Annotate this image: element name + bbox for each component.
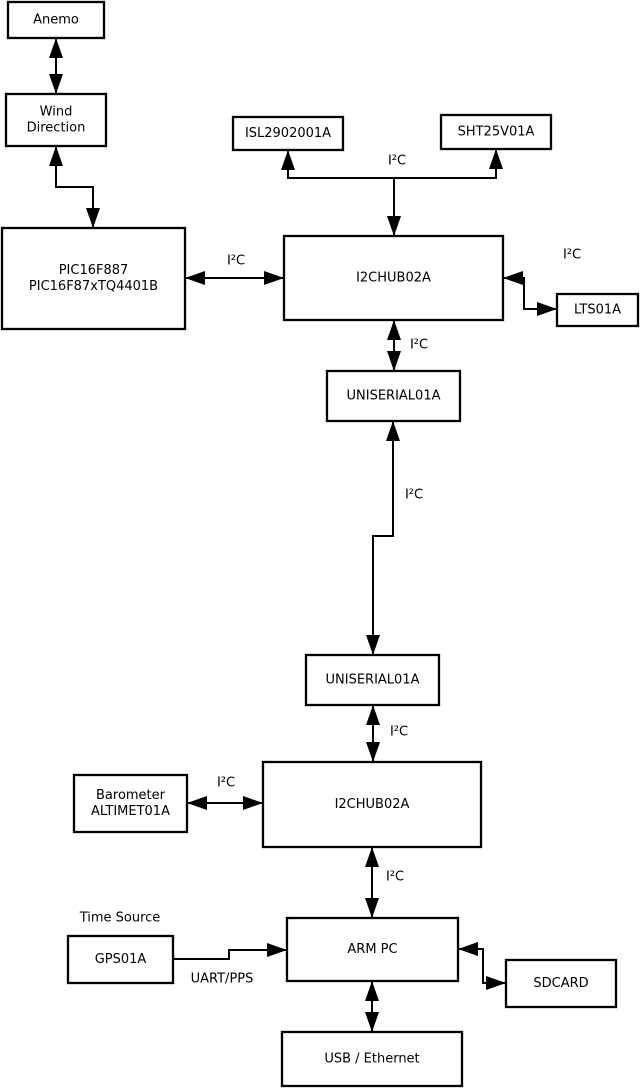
node-box-lts01a: [555, 292, 640, 328]
node-label-sht25v01a: SHT25V01A: [458, 125, 535, 140]
node-label-i2chub02a-1: I2CHUB02A: [356, 271, 431, 286]
node-label-i2chub02a-2: I2CHUB02A: [335, 797, 410, 812]
edge-gps-armpc: [174, 943, 287, 960]
node-box-anemo: [6, 0, 106, 40]
node-label-wind-direction-line1: Wind: [40, 105, 73, 120]
node-box-wind-direction: [4, 92, 108, 148]
node-box-isl2902001a: [231, 115, 345, 152]
node-label-isl2902001a: ISL2902001A: [245, 126, 331, 141]
node-isl2902001a: ISL2902001A: [231, 115, 345, 152]
node-arm-pc: ARM PC: [285, 916, 460, 983]
node-uniserial01a-2: UNISERIAL01A: [304, 653, 441, 707]
edge-uniserial1-uniserial2: [366, 421, 400, 655]
node-usb-ethernet: USB / Ethernet: [280, 1030, 464, 1088]
node-i2chub02a-2: I2CHUB02A: [261, 760, 483, 849]
edges-layer: [49, 38, 557, 1032]
edge-hub1-isl2902001a: [281, 150, 394, 179]
node-label-barometer-altimet01a-line2: ALTIMET01A: [91, 804, 170, 819]
label-i2c-barometer-hub2: I²C: [217, 776, 235, 791]
node-box-arm-pc: [285, 916, 460, 983]
node-box-sdcard: [504, 958, 618, 1009]
node-label-uniserial01a-2: UNISERIAL01A: [326, 673, 420, 688]
label-i2c-hub2-armpc: I²C: [386, 870, 404, 885]
node-i2chub02a-1: I2CHUB02A: [282, 234, 505, 322]
edge-hub1-lts01a: [503, 271, 557, 316]
node-label-uniserial01a-1: UNISERIAL01A: [347, 389, 441, 404]
label-i2c-uniserial-link: I²C: [405, 488, 423, 503]
node-gps01a: GPS01A: [66, 934, 175, 985]
node-label-sdcard: SDCARD: [533, 976, 588, 991]
label-i2c-hub1-uniserial1: I²C: [410, 338, 428, 353]
node-anemo: Anemo: [6, 0, 106, 40]
node-label-gps01a: GPS01A: [95, 952, 147, 967]
label-uart-pps: UART/PPS: [191, 972, 254, 987]
node-box-barometer-altimet01a: [72, 773, 189, 834]
node-label-arm-pc: ARM PC: [347, 942, 397, 957]
node-box-sht25v01a: [439, 113, 553, 151]
node-box-pic16f887: [0, 226, 187, 331]
label-i2c-pic-hub1: I²C: [227, 254, 245, 269]
edge-armpc-sdcard: [458, 942, 506, 990]
node-box-uniserial01a-2: [304, 653, 441, 707]
node-sht25v01a: SHT25V01A: [439, 113, 553, 151]
node-label-usb-ethernet: USB / Ethernet: [324, 1052, 419, 1067]
node-label-pic16f887-line2: PIC16F87xTQ4401B: [29, 279, 158, 294]
edge-winddirection-pic: [49, 146, 100, 228]
node-label-anemo: Anemo: [33, 13, 79, 28]
label-i2c-lts01a: I²C: [563, 248, 581, 263]
edge-hub1-sht25v01a: [394, 149, 503, 179]
label-i2c-sensors-top: I²C: [388, 154, 406, 169]
node-box-usb-ethernet: [280, 1030, 464, 1088]
node-label-wind-direction-line2: Direction: [27, 121, 86, 136]
labels-layer: I²C I²C I²C I²C I²C I²C I²C I²C Time SourceUART/…: [79, 154, 581, 987]
node-box-i2chub02a-1: [282, 234, 505, 322]
node-sdcard: SDCARD: [504, 958, 618, 1009]
node-label-lts01a: LTS01A: [574, 303, 621, 318]
node-box-uniserial01a-1: [325, 369, 462, 423]
node-box-gps01a: [66, 934, 175, 985]
node-label-barometer-altimet01a-line1: Barometer: [96, 788, 166, 803]
label-time-source: Time Source: [79, 911, 161, 926]
node-box-i2chub02a-2: [261, 760, 483, 849]
node-label-pic16f887-line1: PIC16F887: [59, 263, 129, 278]
label-i2c-uniserial2-hub2: I²C: [390, 725, 408, 740]
node-uniserial01a-1: UNISERIAL01A: [325, 369, 462, 423]
node-lts01a: LTS01A: [555, 292, 640, 328]
